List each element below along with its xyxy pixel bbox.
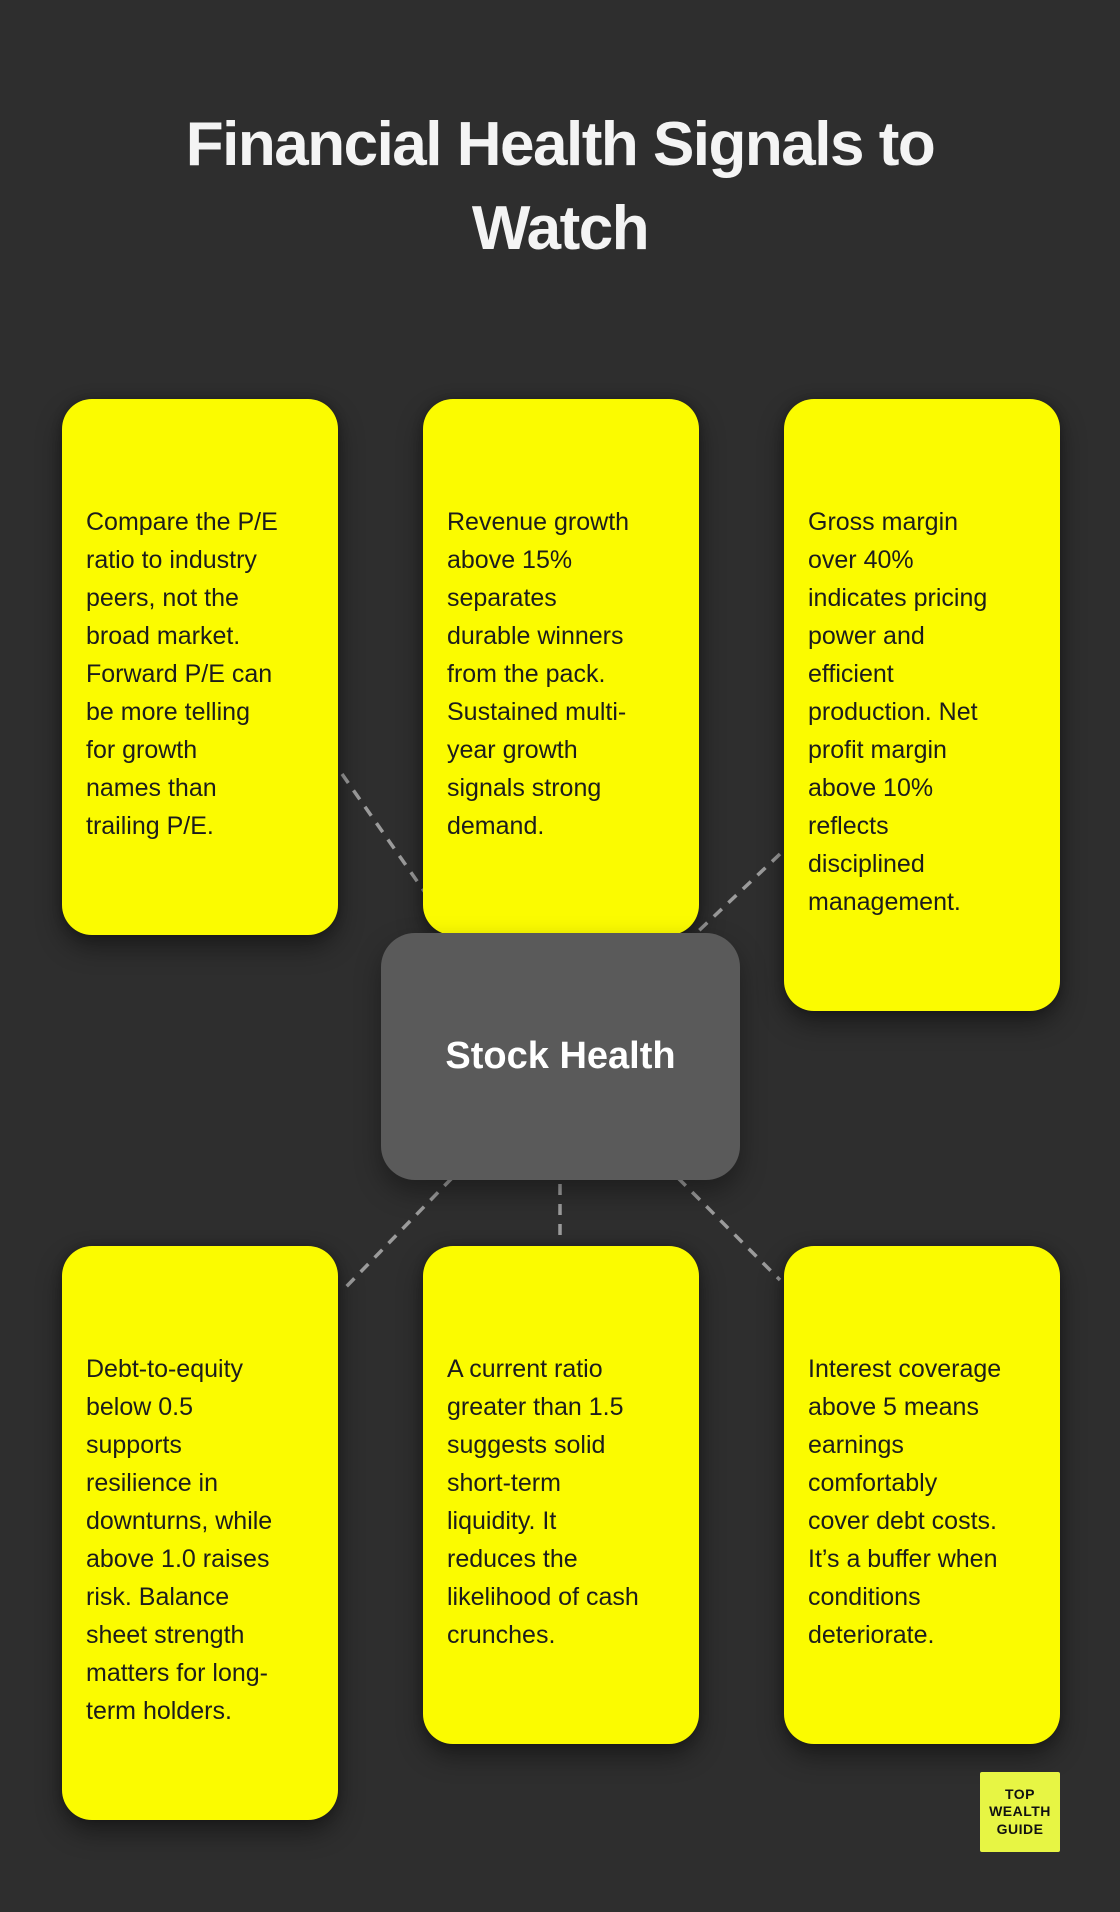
card-revenue-growth: Revenue growth above 15% separates durab… [423, 399, 699, 935]
card-current-ratio-text: A current ratio greater than 1.5 suggest… [447, 1355, 639, 1649]
card-pe-ratio-text: Compare the P/E ratio to industry peers,… [86, 508, 278, 840]
card-margins-text: Gross margin over 40% indicates pricing … [808, 508, 988, 916]
card-debt-to-equity: Debt-to-equity below 0.5 supports resili… [62, 1246, 338, 1820]
card-interest-coverage: Interest coverage above 5 means earnings… [784, 1246, 1060, 1744]
card-current-ratio: A current ratio greater than 1.5 suggest… [423, 1246, 699, 1744]
card-pe-ratio: Compare the P/E ratio to industry peers,… [62, 399, 338, 935]
connector-top-right [688, 852, 782, 941]
brand-badge-text: TOP WEALTH GUIDE [989, 1785, 1051, 1837]
brand-badge: TOP WEALTH GUIDE [980, 1772, 1060, 1852]
card-revenue-growth-text: Revenue growth above 15% separates durab… [447, 508, 630, 840]
center-node-stock-health: Stock Health [381, 933, 740, 1180]
card-margins: Gross margin over 40% indicates pricing … [784, 399, 1060, 1011]
card-debt-to-equity-text: Debt-to-equity below 0.5 supports resili… [86, 1355, 273, 1725]
center-node-label: Stock Health [445, 1035, 676, 1077]
page-title: Financial Health Signals to Watch [185, 110, 936, 263]
card-interest-coverage-text: Interest coverage above 5 means earnings… [808, 1355, 1002, 1649]
